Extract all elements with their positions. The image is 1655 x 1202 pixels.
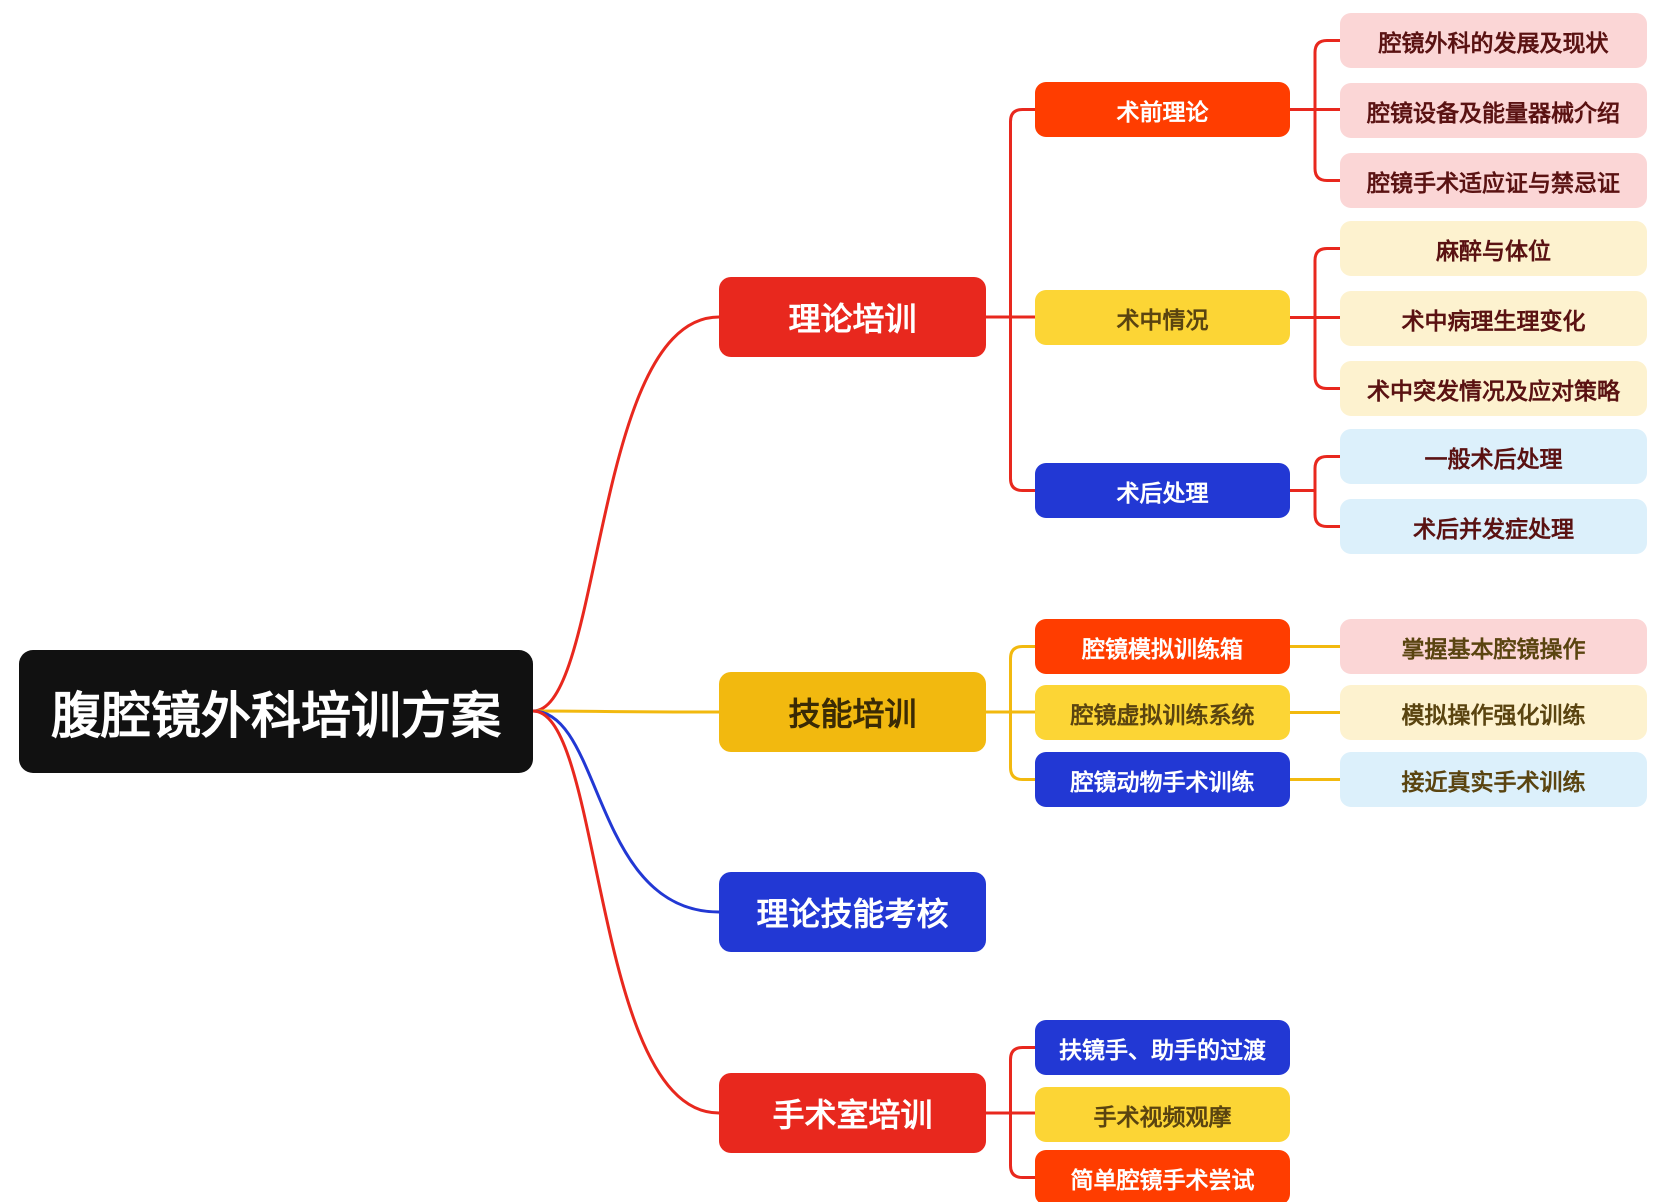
branch-1-line-0 bbox=[986, 645, 1035, 714]
branch-node-3[interactable]: 手术室培训 bbox=[719, 1073, 986, 1153]
subtopic-node-1-1-label: 腔镜虚拟训练系统 bbox=[1070, 702, 1255, 729]
detail-node-1-1-0[interactable]: 模拟操作强化训练 bbox=[1340, 685, 1647, 740]
root-branch-line-0 bbox=[532, 315, 720, 713]
subtopic-node-1-0-label: 腔镜模拟训练箱 bbox=[1082, 636, 1243, 663]
detail-node-0-2-1[interactable]: 术后并发症处理 bbox=[1340, 499, 1647, 554]
subtopic-node-3-2[interactable]: 简单腔镜手术尝试 bbox=[1035, 1150, 1290, 1202]
detail-node-0-1-1[interactable]: 术中病理生理变化 bbox=[1340, 291, 1647, 346]
detail-node-0-1-0[interactable]: 麻醉与体位 bbox=[1340, 221, 1647, 276]
detail-node-1-0-0-label: 掌握基本腔镜操作 bbox=[1401, 636, 1586, 663]
branch-node-1-label: 技能培训 bbox=[788, 695, 917, 733]
subtopic-node-0-1-label: 术中情况 bbox=[1116, 307, 1209, 334]
subtopic-node-3-0[interactable]: 扶镜手、助手的过渡 bbox=[1035, 1020, 1290, 1075]
subtopic-node-0-2-label: 术后处理 bbox=[1116, 480, 1209, 507]
subtopic-node-3-2-label: 简单腔镜手术尝试 bbox=[1070, 1167, 1255, 1194]
detail-node-0-0-1[interactable]: 腔镜设备及能量器械介绍 bbox=[1340, 83, 1647, 138]
subtopic-node-0-0[interactable]: 术前理论 bbox=[1035, 82, 1290, 137]
detail-node-0-1-2[interactable]: 术中突发情况及应对策略 bbox=[1340, 361, 1647, 416]
detail-node-1-0-0[interactable]: 掌握基本腔镜操作 bbox=[1340, 619, 1647, 674]
detail-node-0-2-0-label: 一般术后处理 bbox=[1424, 446, 1563, 473]
branch-node-3-label: 手术室培训 bbox=[772, 1096, 933, 1134]
root-node[interactable]: 腹腔镜外科培训方案 bbox=[19, 650, 533, 773]
branch-node-1[interactable]: 技能培训 bbox=[719, 672, 986, 752]
subtopic-node-1-2[interactable]: 腔镜动物手术训练 bbox=[1035, 752, 1290, 807]
detail-node-0-1-2-label: 术中突发情况及应对策略 bbox=[1367, 378, 1620, 405]
subtopic-0-2-line-0 bbox=[1290, 455, 1340, 492]
branch-3-line-2 bbox=[986, 1111, 1035, 1179]
detail-node-0-2-0[interactable]: 一般术后处理 bbox=[1340, 429, 1647, 484]
subtopic-node-3-0-label: 扶镜手、助手的过渡 bbox=[1059, 1037, 1266, 1064]
branch-node-2-label: 理论技能考核 bbox=[756, 895, 949, 933]
subtopic-0-0-line-0 bbox=[1290, 39, 1340, 111]
detail-node-1-2-0[interactable]: 接近真实手术训练 bbox=[1340, 752, 1647, 807]
detail-node-0-1-0-label: 麻醉与体位 bbox=[1436, 238, 1551, 265]
root-branch-line-3 bbox=[532, 709, 720, 1115]
branch-3-line-0 bbox=[986, 1046, 1035, 1115]
branch-node-0[interactable]: 理论培训 bbox=[719, 277, 986, 357]
branch-1-line-2 bbox=[986, 710, 1035, 781]
branch-node-0-label: 理论培训 bbox=[788, 300, 917, 338]
detail-node-0-2-1-label: 术后并发症处理 bbox=[1413, 516, 1574, 543]
subtopic-0-1-line-2 bbox=[1290, 316, 1340, 390]
subtopic-node-1-0[interactable]: 腔镜模拟训练箱 bbox=[1035, 619, 1290, 674]
detail-node-0-1-1-label: 术中病理生理变化 bbox=[1401, 308, 1586, 335]
root-branch-line-1 bbox=[532, 709, 720, 714]
branch-node-2[interactable]: 理论技能考核 bbox=[719, 872, 986, 952]
detail-node-0-0-2[interactable]: 腔镜手术适应证与禁忌证 bbox=[1340, 153, 1647, 208]
subtopic-0-0-line-2 bbox=[1290, 108, 1340, 182]
detail-node-0-0-0[interactable]: 腔镜外科的发展及现状 bbox=[1340, 13, 1647, 68]
detail-node-0-0-2-label: 腔镜手术适应证与禁忌证 bbox=[1367, 170, 1620, 197]
subtopic-node-1-2-label: 腔镜动物手术训练 bbox=[1070, 769, 1255, 796]
detail-node-1-1-0-label: 模拟操作强化训练 bbox=[1401, 702, 1586, 729]
subtopic-0-1-line-0 bbox=[1290, 247, 1340, 319]
subtopic-node-3-1-label: 手术视频观摩 bbox=[1093, 1104, 1232, 1131]
subtopic-node-0-1[interactable]: 术中情况 bbox=[1035, 290, 1290, 345]
root-branch-line-2 bbox=[532, 709, 720, 914]
root-node-label: 腹腔镜外科培训方案 bbox=[51, 686, 501, 745]
subtopic-node-0-0-label: 术前理论 bbox=[1116, 99, 1209, 126]
subtopic-node-3-1[interactable]: 手术视频观摩 bbox=[1035, 1087, 1290, 1142]
detail-node-0-0-0-label: 腔镜外科的发展及现状 bbox=[1378, 30, 1609, 57]
detail-node-1-2-0-label: 接近真实手术训练 bbox=[1401, 769, 1586, 796]
subtopic-node-1-1[interactable]: 腔镜虚拟训练系统 bbox=[1035, 685, 1290, 740]
subtopic-node-0-2[interactable]: 术后处理 bbox=[1035, 463, 1290, 518]
subtopic-0-2-line-1 bbox=[1290, 489, 1340, 528]
branch-0-line-2 bbox=[986, 315, 1035, 492]
branch-0-line-0 bbox=[986, 108, 1035, 319]
detail-node-0-0-1-label: 腔镜设备及能量器械介绍 bbox=[1367, 100, 1620, 127]
